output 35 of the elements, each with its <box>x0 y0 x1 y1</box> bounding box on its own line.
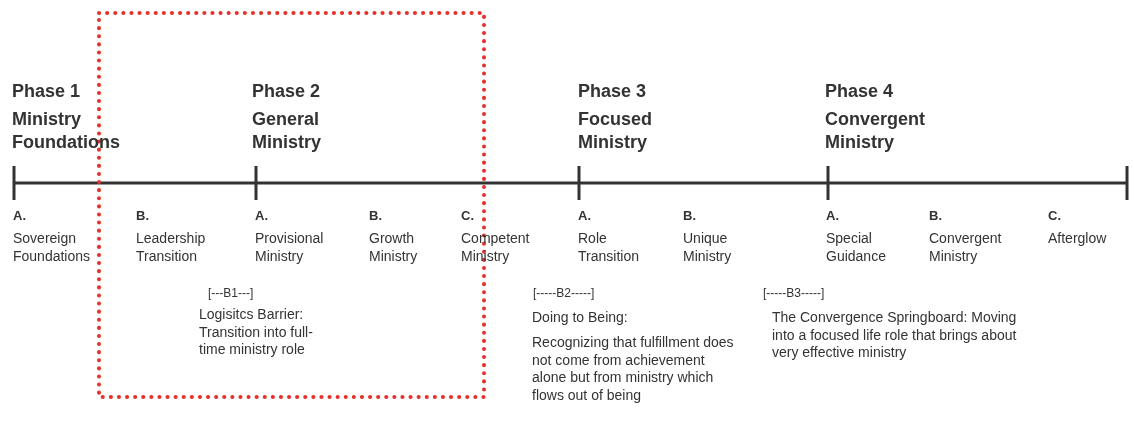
step-letter: A. <box>826 208 840 225</box>
step-text: Sovereign Foundations <box>13 230 92 265</box>
step-letter: A. <box>578 208 592 225</box>
step-text: Convergent Ministry <box>929 230 1003 265</box>
step-letter: A. <box>13 208 27 225</box>
step-text: Special Guidance <box>826 230 887 265</box>
step-text: The Convergence Springboard: Moving into a focused life role that brings about very effective ministry <box>772 309 1017 362</box>
step-text: Recognizing that fulfillment does not come from achievement alone but from ministry which flows out of being <box>532 334 735 404</box>
barrier-marker: [-----B3-----] <box>763 286 826 301</box>
step-letter: B. <box>136 208 150 225</box>
phase-heading: Convergent Ministry <box>825 108 926 153</box>
phase-heading: Phase 2 <box>252 80 322 103</box>
barrier-marker: [---B1---] <box>208 286 255 301</box>
step-text: Growth Ministry <box>369 230 419 265</box>
step-letter: B. <box>369 208 383 225</box>
step-text: Unique Ministry <box>683 230 733 265</box>
step-text: Provisional Ministry <box>255 230 325 265</box>
step-text: Doing to Being: <box>532 309 629 327</box>
phase-heading: Focused Ministry <box>578 108 653 153</box>
step-letter: B. <box>929 208 943 225</box>
phase-heading: Phase 3 <box>578 80 648 103</box>
step-text: Leadership Transition <box>136 230 207 265</box>
phase-heading: Ministry Foundations <box>12 108 121 153</box>
step-letter: B. <box>683 208 697 225</box>
step-letter: A. <box>255 208 269 225</box>
step-text: Role Transition <box>578 230 640 265</box>
step-text: Competent Ministry <box>461 230 531 265</box>
step-letter: C. <box>1048 208 1062 225</box>
step-letter: C. <box>461 208 475 225</box>
phase-heading: General Ministry <box>252 108 322 153</box>
phase-heading: Phase 4 <box>825 80 895 103</box>
step-text: Logisitcs Barrier: Transition into full-time ministry role <box>199 306 314 359</box>
barrier-marker: [-----B2-----] <box>533 286 596 301</box>
step-text: Afterglow <box>1048 230 1108 248</box>
phase-heading: Phase 1 <box>12 80 82 103</box>
